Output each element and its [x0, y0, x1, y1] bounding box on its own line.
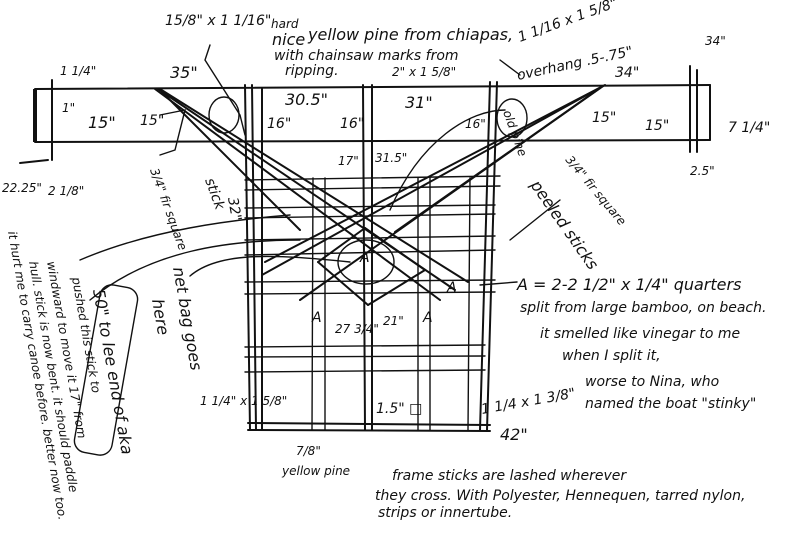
diagonal-sticks: [154, 84, 606, 306]
label-stick: stick: [201, 176, 227, 213]
dim-drop-a: 17": [338, 154, 359, 168]
frame-posts: [244, 81, 498, 431]
dim-left-end-offset: 22.25": [2, 181, 42, 195]
a-marker: A: [422, 310, 433, 326]
pushed-box: [73, 284, 139, 456]
dim-right-end-gap: 2.5": [690, 164, 715, 178]
knot-circle: [208, 96, 240, 134]
dim-right-frame-stick: 1 1/4 x 1 3/8": [480, 386, 577, 418]
dim-right-depth-b: 15": [645, 118, 669, 134]
dim-frame-side: 32": [224, 196, 244, 223]
lashing-note-line1: frame sticks are lashed wherever: [392, 468, 627, 484]
bamboo-note-line3: it smelled like vinegar to me: [540, 326, 740, 342]
dim-right-depth-a: 15": [592, 110, 616, 126]
dim-post-b: 16": [340, 116, 364, 132]
dim-right-end-offset: 34": [705, 34, 726, 48]
old-pine-circle: [496, 98, 528, 138]
bamboo-note-line4: when I split it,: [562, 348, 661, 364]
hard-insert: hard: [271, 17, 299, 31]
dim-diag-start: 35": [170, 63, 198, 82]
title-note-line1: yellow pine from chiapas,: [307, 25, 513, 44]
dim-left-end-gap: 1": [62, 101, 75, 115]
dim-right-diag-start: 34": [615, 65, 639, 81]
dim-right-post: 1 1/16 x 1 5/8": [516, 0, 619, 46]
dim-post-c: 16": [465, 117, 486, 131]
a-marker: A: [311, 310, 322, 326]
dim-post-a: 16": [267, 116, 291, 132]
a-circle: [337, 239, 395, 285]
dim-right-end-width: 7 1/4": [728, 120, 770, 136]
dim-span-b: 31": [405, 93, 433, 112]
label-net-bag: net bag goes: [169, 265, 206, 371]
a-marker: A: [446, 280, 457, 296]
dim-bottom-right: 42": [500, 425, 528, 444]
a-marker: A: [359, 250, 370, 266]
dim-diamond-bottom-left: 27 3/4": [335, 322, 379, 336]
label-fir-right: 3/4" fir square: [563, 153, 629, 228]
dim-center-stick: 2" x 1 5/8": [392, 65, 456, 79]
label-old-pine: old pine: [500, 108, 530, 158]
dim-bottom-post: 1.5" □: [376, 401, 422, 417]
label-net-bag-here: here: [148, 297, 173, 336]
dim-diamond-bottom-right: 21": [383, 314, 404, 328]
title-note-line3: ripping.: [285, 63, 339, 79]
dim-left-depth-b: 15": [140, 113, 164, 129]
bamboo-note-line2: split from large bamboo, on beach.: [520, 300, 766, 316]
dim-bottom-stick: 7/8": [296, 444, 321, 458]
leader-lines: [73, 44, 561, 456]
bamboo-note-line1: A = 2-2 1/2" x 1/4" quarters: [516, 275, 741, 294]
dim-drop-b: 31.5": [375, 151, 407, 165]
lashing-note-line2: they cross. With Polyester, Hennequen, t…: [375, 488, 745, 504]
title-note-prefix: nice: [272, 30, 305, 49]
dim-left-end-width: 2 1/8": [48, 184, 84, 198]
dim-bottom-material: yellow pine: [281, 464, 350, 478]
dim-span-a: 30.5": [285, 90, 328, 109]
bamboo-note-line5: worse to Nina, who: [585, 374, 719, 390]
label-fir-left: 3/4" fir square: [147, 166, 190, 252]
dim-left-depth-a: 15": [88, 113, 116, 132]
dim-crossbar-thickness: 1 1/4": [60, 64, 96, 78]
bamboo-note-line6: named the boat "stinky": [585, 396, 756, 412]
lashing-note-line3: strips or innertube.: [378, 505, 512, 521]
title-note-line2: with chainsaw marks from: [274, 48, 459, 64]
dim-bottom-left-stick: 1 1/4" x 1 5/8": [200, 394, 287, 408]
dim-top-left-stick: 15/8" x 1 1/16": [165, 13, 271, 29]
